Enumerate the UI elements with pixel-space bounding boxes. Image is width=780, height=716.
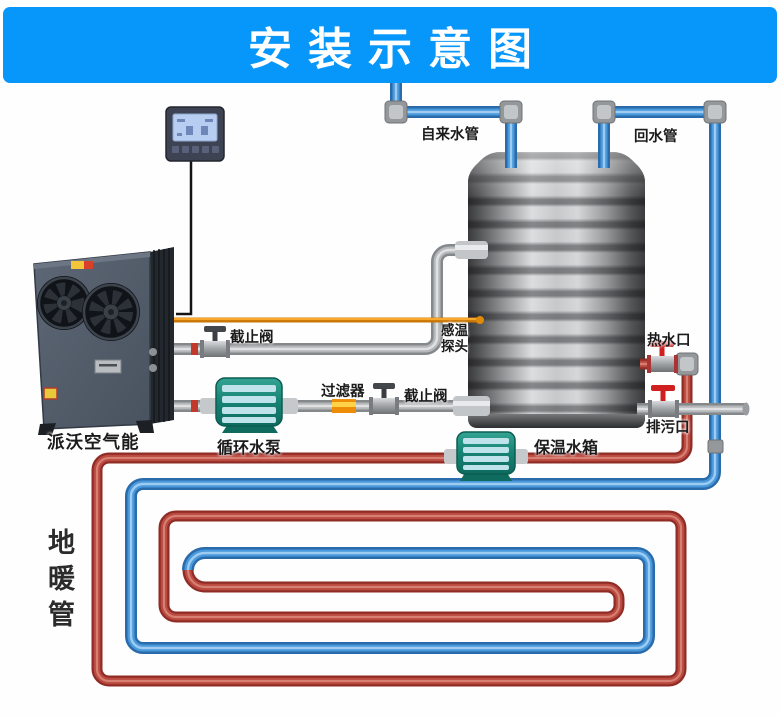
- label-circulation-pump: 循环水泵: [217, 440, 282, 457]
- energy-label: [43, 387, 58, 400]
- label-drain-outlet: 排污口: [646, 420, 690, 436]
- label-hot-water-outlet: 热水口: [647, 333, 691, 349]
- controller-buttons: [172, 146, 219, 153]
- drain-valve: [648, 385, 679, 418]
- title-banner: 安装示意图: [3, 7, 777, 83]
- hot-water-valve: [647, 341, 678, 373]
- stop-valve-upper: [200, 326, 230, 358]
- insulated-water-tank: [468, 152, 645, 428]
- filter-band: [332, 399, 356, 413]
- gray-connection-pipes: [170, 250, 750, 416]
- heat-pump-unit: [33, 247, 174, 435]
- label-insulated-tank: 保温水箱: [534, 440, 599, 457]
- label-temp-probe: 感温探头: [441, 323, 468, 355]
- brand-sticker: [71, 261, 93, 269]
- label-floor-heating-pipe: 地暖管: [44, 528, 74, 636]
- label-return-water-pipe: 回水管: [634, 129, 678, 145]
- controller-screen: [172, 113, 218, 142]
- label-heat-pump-name: 派沃空气能: [47, 432, 140, 452]
- fan-right-icon: [82, 283, 140, 341]
- label-stop-valve-lower: 截止阀: [404, 389, 448, 405]
- circulation-pump-2: [444, 431, 528, 481]
- label-filter: 过滤器: [321, 384, 365, 400]
- label-stop-valve-upper: 截止阀: [230, 330, 274, 346]
- temperature-probe-wire: [172, 316, 484, 324]
- wired-controller: [165, 106, 225, 316]
- label-tap-water-pipe: 自来水管: [421, 127, 479, 143]
- stop-valve-lower: [369, 383, 399, 415]
- circulation-pump-1: [200, 377, 298, 433]
- page-title: 安装示意图: [248, 25, 548, 74]
- fan-left-icon: [37, 276, 91, 330]
- pipe-elbow-fittings: [191, 100, 727, 454]
